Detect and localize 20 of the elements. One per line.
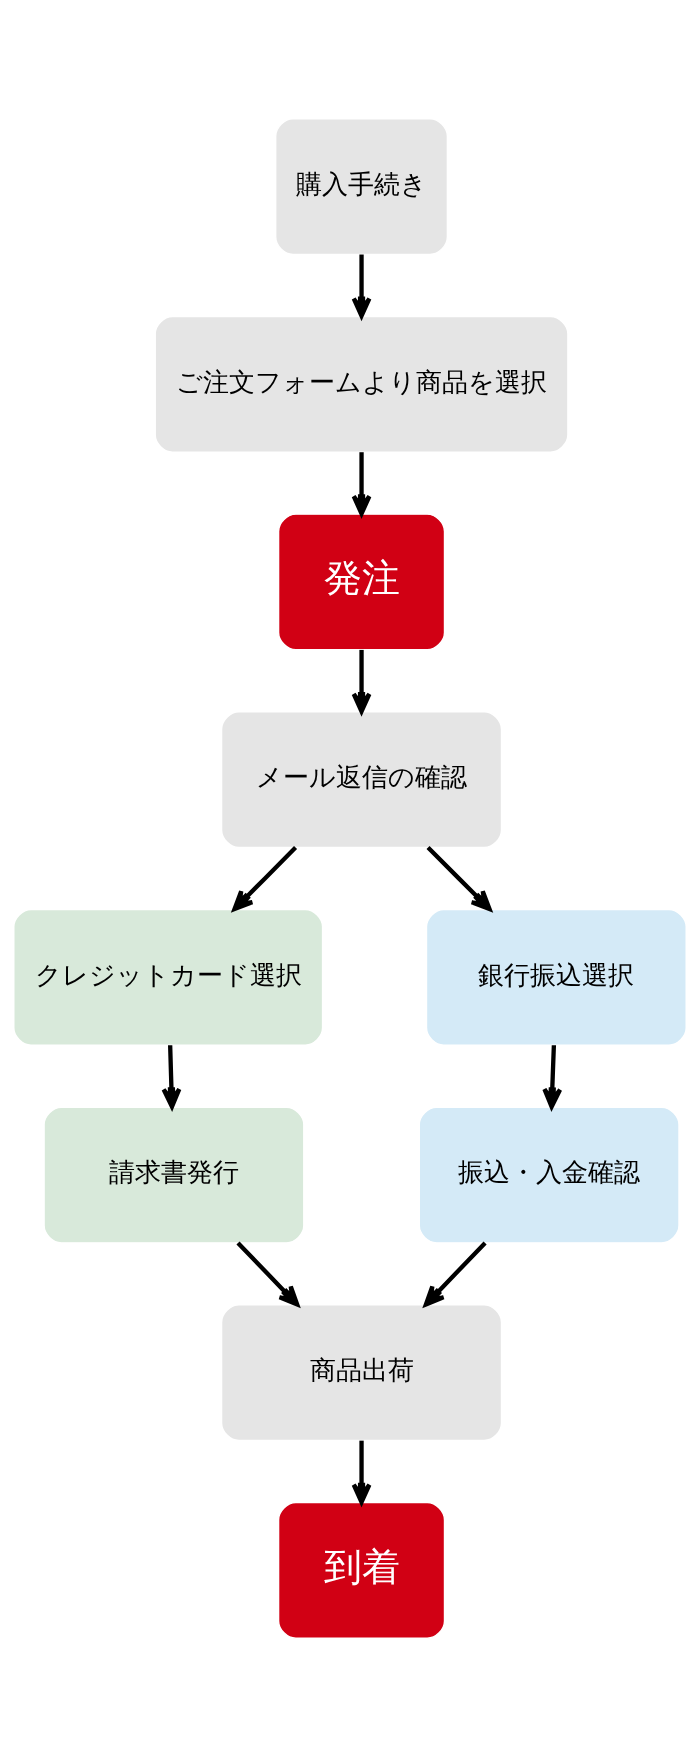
node-box: クレジットカード選択 [13, 908, 324, 1046]
arrow [236, 1241, 300, 1307]
node-box: 商品出荷 [220, 1304, 503, 1442]
node-box: 発注 [277, 513, 446, 651]
node-box: メール返信の確認 [220, 711, 503, 849]
node-box: 請求書発行 [43, 1106, 305, 1244]
arrow [351, 1440, 372, 1505]
arrow [426, 846, 492, 912]
arrow [423, 1241, 487, 1307]
node-box: 購入手続き [274, 118, 449, 256]
arrow [351, 649, 372, 714]
node-box: 銀行振込選択 [425, 908, 687, 1046]
node-box: 振込・入金確認 [418, 1106, 680, 1244]
arrow [542, 1045, 563, 1109]
arrow [351, 452, 372, 516]
node-box: 到着 [277, 1501, 446, 1639]
node-box: ご注文フォームより商品を選択 [154, 315, 569, 453]
arrow [232, 846, 298, 912]
arrow [351, 254, 372, 319]
arrow [161, 1045, 182, 1109]
